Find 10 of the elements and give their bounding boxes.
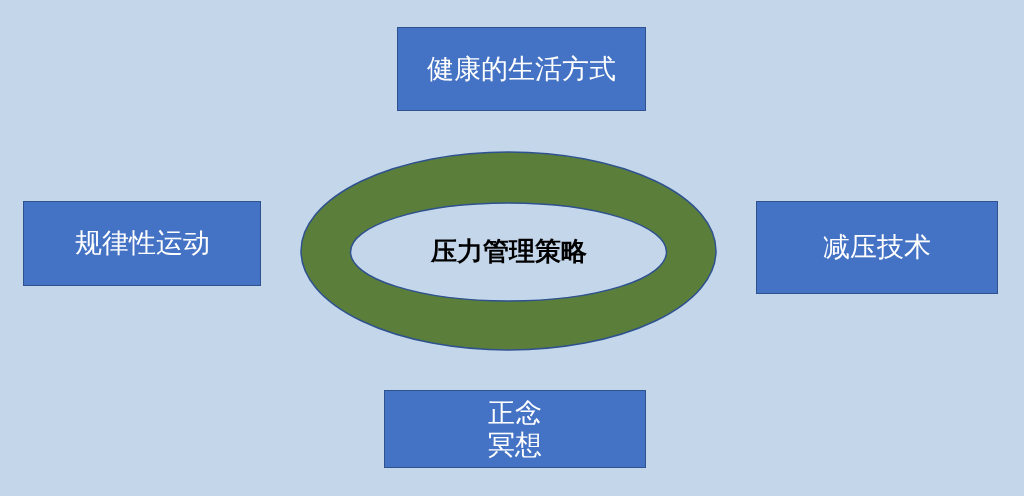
node-label: 健康的生活方式: [427, 52, 616, 86]
text-box: [384, 390, 646, 468]
node-label: 压力管理策略: [430, 234, 587, 268]
text-box: [397, 27, 646, 111]
text-box: [23, 201, 261, 286]
ring-ellipse: [300, 151, 717, 351]
node-label: 减压技术: [823, 231, 931, 264]
node-label: 规律性运动: [74, 227, 210, 260]
node-label: 正念冥想: [487, 396, 543, 462]
text-box: [756, 201, 998, 294]
